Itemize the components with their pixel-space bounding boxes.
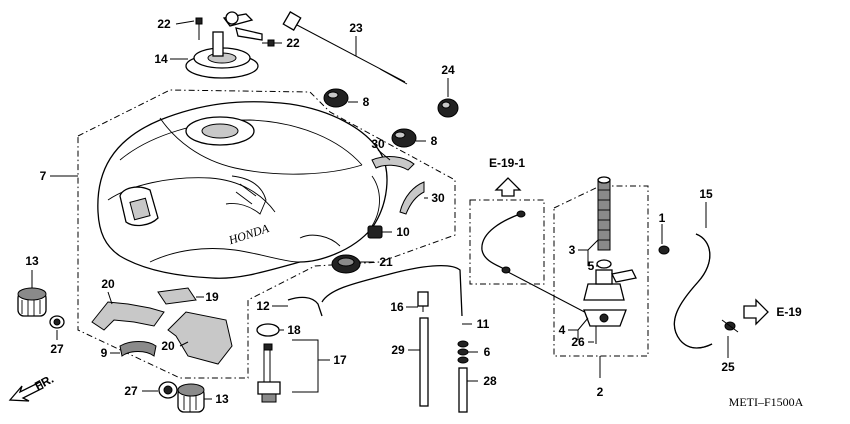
rubber-20-lower	[167, 311, 233, 365]
callout-10: 10	[396, 225, 410, 239]
callout-20-upper: 20	[101, 277, 115, 291]
screw-22-right	[262, 39, 275, 47]
hose-clip-upper	[516, 210, 526, 218]
fuel-hose-15-inner	[673, 233, 713, 349]
callout-2: 2	[597, 385, 604, 399]
callout-25: 25	[721, 360, 735, 374]
grommet-24	[437, 98, 459, 118]
grommet-8-lower	[391, 128, 417, 148]
pad-19	[157, 287, 197, 305]
rubber-20-upper	[91, 301, 165, 331]
callout-28: 28	[483, 374, 497, 388]
leader-30a	[377, 149, 391, 161]
callout-17: 17	[333, 353, 347, 367]
callout-30-upper: 30	[371, 137, 385, 151]
fuel-sensor-17	[257, 343, 281, 403]
collar-27-left	[49, 315, 65, 329]
long-bolt-part	[282, 11, 408, 85]
callout-12: 12	[256, 299, 270, 313]
leader-17	[292, 339, 330, 393]
o-ring-18	[256, 323, 280, 337]
grommet-8-upper	[323, 88, 349, 108]
callout-22-right: 22	[286, 36, 300, 50]
leader-4	[568, 317, 589, 340]
callout-24: 24	[441, 63, 455, 77]
callout-4: 4	[559, 323, 566, 337]
fuel-cock-body	[583, 269, 637, 344]
cover-30-upper	[371, 156, 415, 171]
callout-8-upper: 8	[363, 95, 370, 109]
joint-16	[417, 291, 429, 312]
reference-arrow-right	[743, 298, 769, 326]
callout-26: 26	[571, 335, 585, 349]
callout-27-left: 27	[50, 342, 64, 356]
callout-18: 18	[287, 323, 301, 337]
diagram-code: METI–F1500A	[729, 395, 804, 409]
callout-1: 1	[659, 211, 666, 225]
collar-27-bottom	[158, 381, 178, 399]
callout-30-lower: 30	[431, 191, 445, 205]
hose-clip-lower	[501, 266, 511, 274]
callout-19: 19	[205, 290, 219, 304]
leader-3	[578, 239, 599, 266]
grommet-10	[367, 225, 383, 239]
reference-arrow-up	[494, 177, 522, 197]
rubber-21	[331, 254, 361, 274]
fuel-cap-part	[185, 11, 263, 79]
screw-22-left	[195, 17, 203, 40]
rubber-9	[119, 341, 157, 357]
callout-15: 15	[699, 187, 713, 201]
callout-29: 29	[391, 343, 405, 357]
callout-3: 3	[569, 243, 576, 257]
leader-22a	[175, 20, 195, 25]
fuel-clip-25	[721, 319, 739, 333]
damper-13-bottom	[177, 383, 205, 413]
front-arrow-icon	[8, 381, 44, 402]
hose-e19-1	[481, 213, 521, 271]
reference-label-e19: E-19	[776, 305, 802, 319]
callout-20-lower: 20	[161, 339, 175, 353]
callout-14: 14	[154, 52, 168, 66]
callout-22-left: 22	[157, 17, 171, 31]
leader-20a	[107, 291, 113, 305]
leader-20b	[179, 341, 189, 347]
callout-27-bottom: 27	[124, 384, 138, 398]
reference-line	[507, 271, 597, 319]
reference-label-e19-1: E-19-1	[489, 156, 525, 170]
callout-11: 11	[477, 317, 490, 331]
callout-16: 16	[390, 300, 404, 314]
callout-13-left: 13	[25, 254, 39, 268]
fuel-tank	[97, 101, 388, 279]
fuel-cock-group-outline	[553, 185, 649, 357]
damper-13-left	[17, 287, 47, 317]
callout-8-lower: 8	[431, 134, 438, 148]
callout-21: 21	[379, 255, 393, 269]
callout-23: 23	[349, 21, 363, 35]
o-ring-5	[596, 259, 612, 269]
clip-6	[457, 340, 469, 364]
fuel-strainer-3	[597, 176, 611, 251]
tube-12	[287, 265, 463, 317]
hose-reference-box	[469, 199, 545, 285]
callout-6: 6	[484, 345, 491, 359]
callout-5: 5	[588, 259, 595, 273]
callout-7: 7	[40, 169, 47, 183]
tube-28	[458, 367, 468, 413]
cover-30-lower	[399, 181, 425, 215]
callout-13-bottom: 13	[215, 392, 229, 406]
tube-29	[419, 317, 429, 407]
fuel-clip-1	[658, 224, 670, 255]
callout-9: 9	[101, 346, 108, 360]
fuel-hose-15	[673, 233, 713, 349]
